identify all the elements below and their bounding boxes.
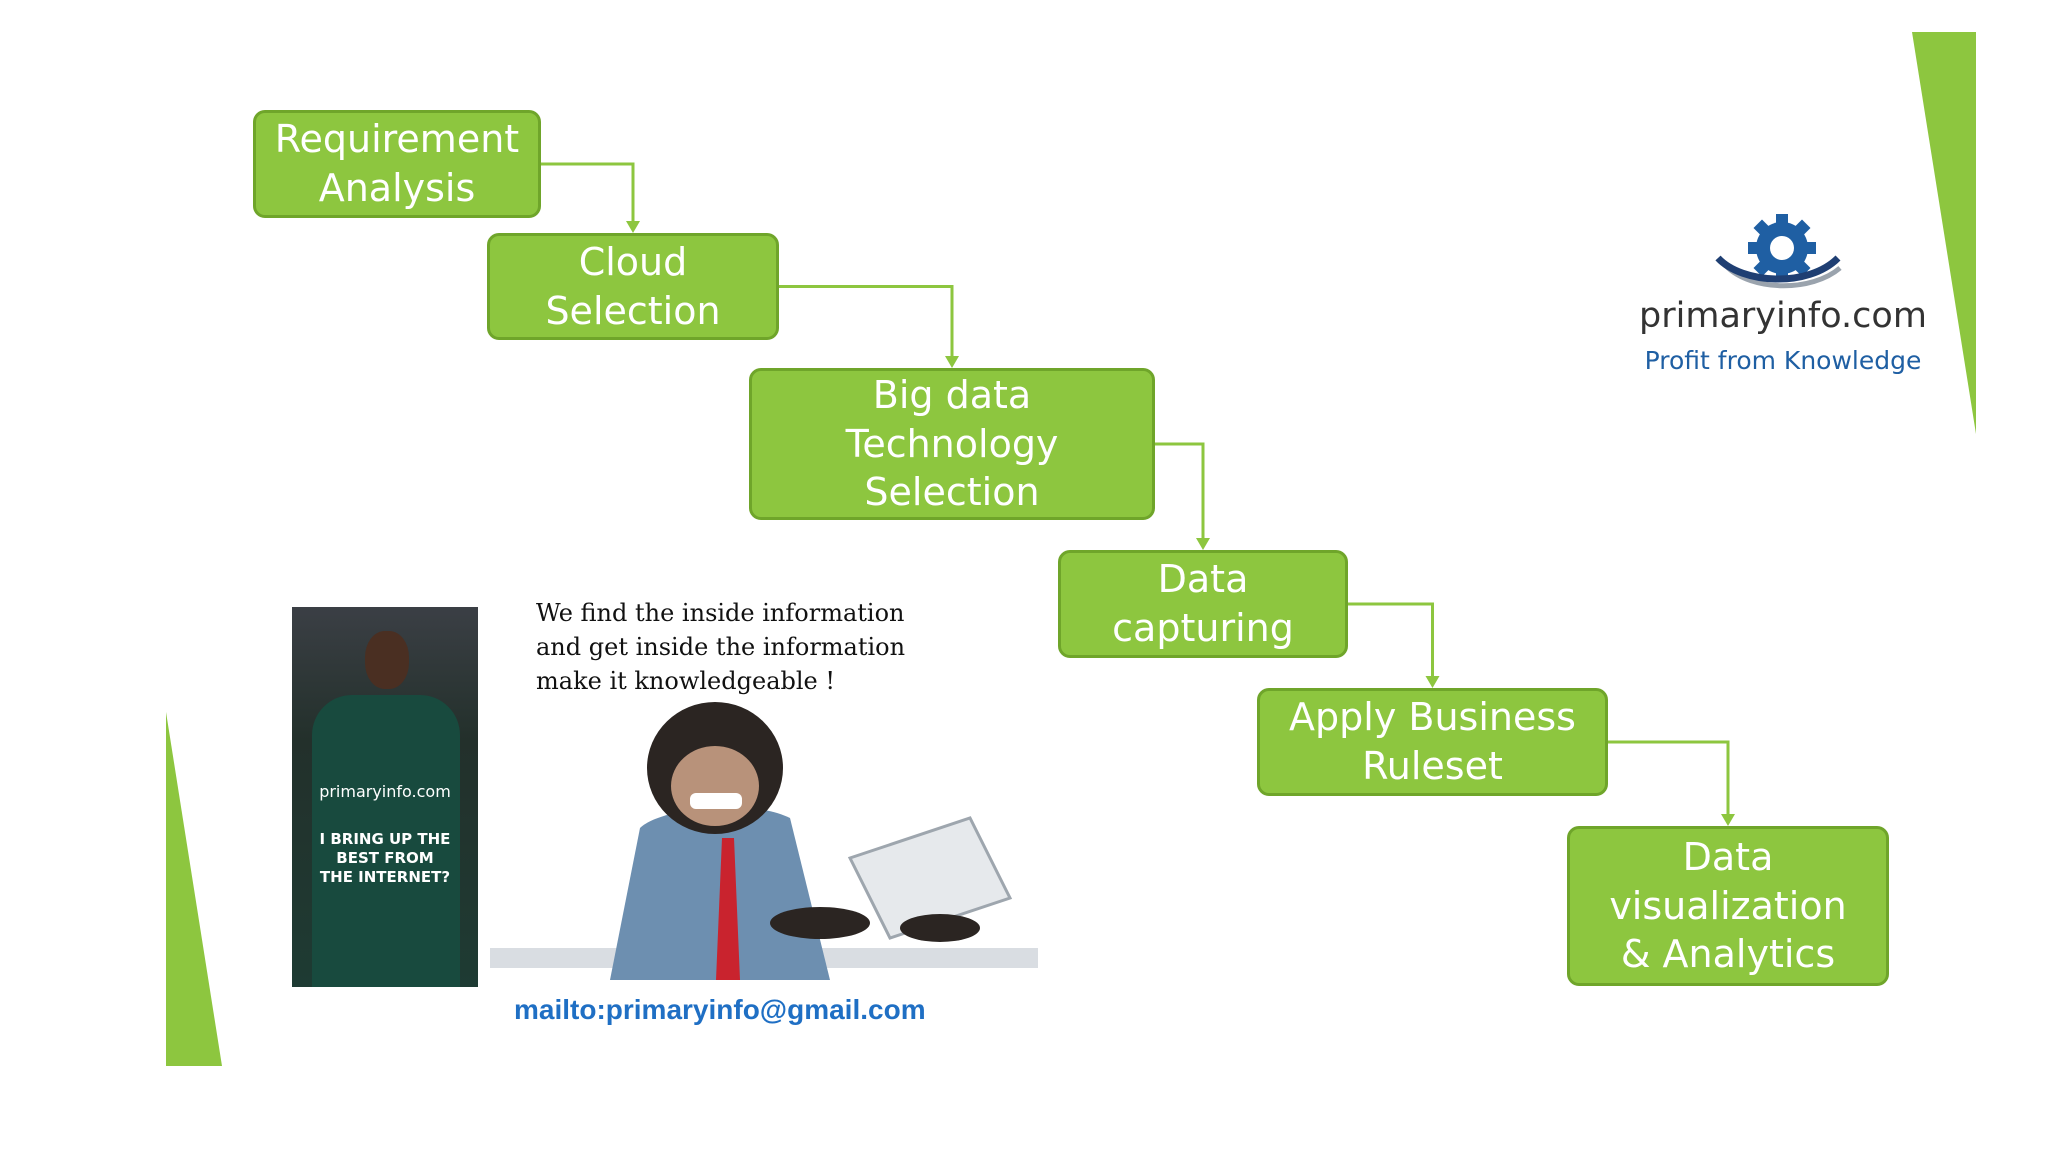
message-line: We find the inside information [536,599,905,627]
gear-swoosh-logo-icon [1715,214,1842,289]
brand-tagline: Profit from Knowledge [1644,346,1922,375]
chimp-with-tablet-illustration [490,702,1038,980]
contact-email-link[interactable]: mailto:primaryinfo@gmail.com [514,994,926,1025]
step-data-visualization-analytics: Data visualization & Analytics [1567,826,1889,986]
connector-line [1155,442,1205,540]
profile-photo: primaryinfo.com I BRING UP THE BEST FROM… [292,607,478,987]
left-accent-sliver [166,712,222,1066]
connector-line [779,285,954,358]
connector-arrowhead [1425,676,1440,688]
connector-arrowhead [1196,538,1210,550]
step-requirement-analysis: Requirement Analysis [253,110,541,218]
connector-line [1348,602,1434,678]
step-data-capturing: Data capturing [1058,550,1348,658]
message-line: make it knowledgeable ! [536,667,836,695]
connector-line [1608,740,1730,816]
photo-shirt-site-text: primaryinfo.com [319,782,451,801]
photo-shirt-slogan: I BRING UP THE BEST FROM THE INTERNET? [319,830,451,886]
right-accent-sliver [1912,32,1976,434]
step-apply-business-ruleset: Apply Business Ruleset [1257,688,1608,796]
connector-arrowhead [626,221,640,233]
step-big-data-technology-selection: Big data Technology Selection [749,368,1155,520]
connector-arrowhead [1721,814,1735,826]
message-line: and get inside the information [536,633,906,661]
connector-line [541,162,635,223]
brand-name: primaryinfo.com [1639,296,1927,336]
step-cloud-selection: Cloud Selection [487,233,779,340]
message-block: We find the inside information and get i… [536,596,936,698]
photo-head [365,631,409,689]
photo-shirt [312,695,460,987]
connector-arrowhead [945,356,959,368]
